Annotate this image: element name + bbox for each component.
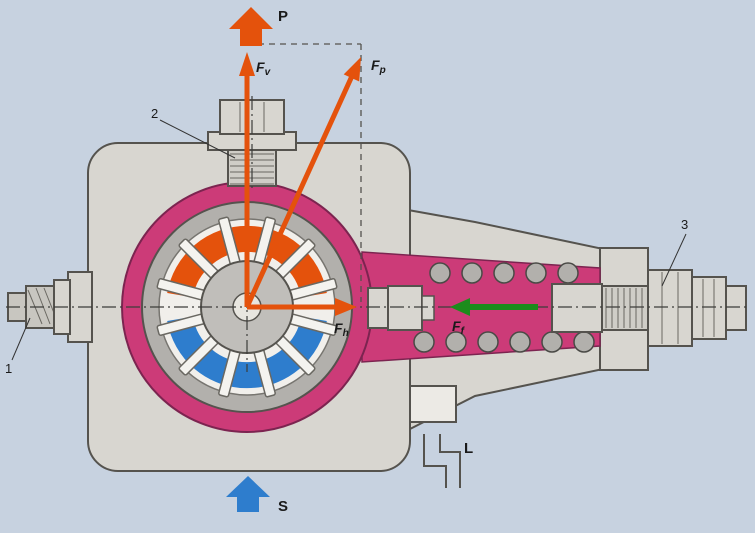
spring-coil-section bbox=[429, 262, 451, 284]
spring-coil-section bbox=[493, 262, 515, 284]
force-ff-arrowhead bbox=[450, 298, 470, 316]
housing-bottom-cut bbox=[409, 385, 457, 423]
force-fh-arrowhead bbox=[335, 298, 357, 316]
spring-force-vector-group bbox=[450, 298, 538, 316]
force-fh-subscript: h bbox=[343, 328, 349, 339]
thread-hatching bbox=[605, 288, 643, 328]
spring-coil-section bbox=[413, 331, 435, 353]
spring-seat-spool bbox=[551, 283, 603, 333]
force-fh-label: Fh bbox=[334, 320, 349, 339]
spring-coil-section bbox=[477, 331, 499, 353]
force-fp-symbol: F bbox=[371, 57, 380, 73]
leakage-port-label: L bbox=[464, 440, 473, 457]
force-fv-symbol: F bbox=[256, 59, 265, 75]
force-fp-vector bbox=[244, 74, 355, 309]
spring-coil-section bbox=[557, 262, 579, 284]
nut-facets bbox=[702, 279, 715, 337]
spring-coil-section bbox=[525, 262, 547, 284]
adjuster-nut bbox=[691, 276, 727, 340]
duct-left-wall bbox=[423, 434, 447, 488]
force-fp-arrowhead bbox=[343, 57, 361, 82]
screw-end-cap bbox=[725, 285, 747, 331]
spring-coil-section bbox=[541, 331, 563, 353]
spring-coil-section bbox=[573, 331, 595, 353]
force-fv-label: Fv bbox=[256, 59, 272, 78]
suction-port-label: S bbox=[278, 498, 288, 515]
duct-right-wall bbox=[439, 434, 461, 488]
spring-coil-section bbox=[509, 331, 531, 353]
bias-spring bbox=[413, 262, 595, 353]
leader-part2 bbox=[159, 119, 236, 159]
port-block bbox=[367, 287, 391, 329]
force-fh-symbol: F bbox=[334, 320, 343, 336]
suction-kidney-arc bbox=[167, 316, 327, 389]
force-ff-subscript: f bbox=[461, 326, 466, 337]
part-1-label: 1 bbox=[5, 361, 12, 376]
force-fv-subscript: v bbox=[265, 67, 272, 78]
force-fv-arrowhead bbox=[239, 52, 255, 76]
pressure-force-vectors bbox=[229, 7, 361, 316]
nut-facets bbox=[661, 272, 679, 344]
piston-stem bbox=[421, 295, 435, 321]
pressure-adjustment-screw bbox=[601, 269, 747, 347]
part-2-label: 2 bbox=[151, 106, 158, 121]
leader-part3 bbox=[661, 233, 687, 287]
force-fp-label: Fp bbox=[371, 57, 386, 76]
leakage-port-duct bbox=[423, 434, 461, 488]
part-3-label: 3 bbox=[681, 217, 688, 232]
suction-port-arrow bbox=[226, 476, 270, 512]
spring-coil-section bbox=[461, 262, 483, 284]
force-ff-symbol: F bbox=[452, 318, 461, 334]
leader-part1 bbox=[11, 317, 31, 361]
force-fp-subscript: p bbox=[379, 65, 386, 76]
pressure-port-label: P bbox=[278, 8, 288, 25]
lock-nut bbox=[647, 269, 693, 347]
spring-coil-section bbox=[445, 331, 467, 353]
control-piston bbox=[387, 285, 423, 331]
screw-threaded-section bbox=[601, 285, 649, 331]
hex-facets bbox=[239, 102, 265, 132]
force-ff-label: Ff bbox=[452, 318, 466, 337]
control-piston-assembly bbox=[367, 283, 603, 333]
pressure-port-arrow bbox=[229, 7, 273, 46]
